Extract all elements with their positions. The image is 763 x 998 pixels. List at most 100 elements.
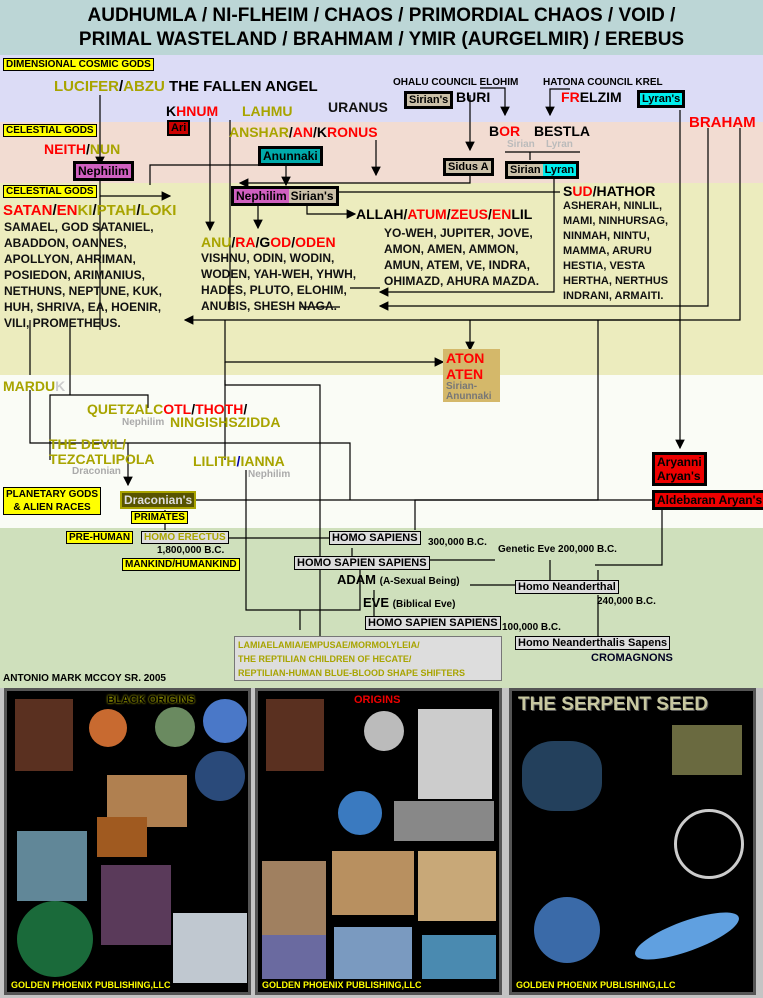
node-frelzim: FRELZIM [561, 89, 622, 105]
glyphs-image [394, 801, 494, 841]
portrait-image [15, 699, 73, 771]
node-bestla: BESTLA [534, 123, 590, 139]
pentagram-image [674, 809, 744, 879]
ruins-image [334, 927, 412, 979]
moon-image [364, 711, 404, 751]
mars-surface-image [97, 817, 147, 857]
homo-sapiens-date: 300,000 B.C. [428, 537, 487, 548]
title-band [0, 0, 763, 55]
node-neanderthalis-sapens: Homo Neanderthalis Sapens [515, 636, 671, 650]
node-ningishszidda: NINGISHSZIDDA [170, 414, 281, 430]
moon-image [195, 751, 245, 801]
label-mankind: MANKIND/HUMANKIND [122, 558, 240, 571]
label-celestial-gods-2: CELESTIAL GODS [3, 185, 97, 198]
portrait-image [266, 699, 324, 771]
allah-aliases: YO-WEH, JUPITER, JOVE,AMON, AMEN, AMMON,… [384, 226, 540, 288]
node-satan: SATAN/ENKI/PTAH/LOKI [3, 202, 177, 219]
pyramid-eye-image [672, 725, 742, 775]
faint-lyran: Lyran [546, 139, 573, 150]
badge-sirians: Sirian's [404, 91, 454, 109]
neanderthal-date: 240,000 B.C. [597, 596, 656, 607]
node-anu: ANU/RA/GOD/ODEN [201, 234, 336, 250]
node-homo-erectus: HOMO ERECTUS [141, 531, 229, 544]
comet-image [17, 831, 87, 901]
planet-image [155, 707, 195, 747]
node-uranus: URANUS [328, 99, 388, 115]
lilith-nephilim: Nephilim [248, 469, 291, 480]
mars-image [89, 709, 127, 747]
comet-image [522, 741, 602, 811]
panel-footer: GOLDEN PHOENIX PUBLISHING,LLC [11, 980, 171, 990]
badge-nephilim: Nephilim [73, 161, 134, 181]
node-eve: EVE (Biblical Eve) [363, 595, 456, 610]
label-dimensional-cosmic-gods: DIMENSIONAL COSMIC GODS [3, 58, 154, 71]
badge-ari: Ari [167, 120, 191, 136]
quetzalcotl-nephilim: Nephilim [122, 417, 165, 428]
earth-image [338, 791, 382, 835]
label-ohalu-council: OHALU COUNCIL ELOHIM [393, 77, 519, 88]
node-neith: NEITH/NUN [44, 141, 121, 157]
node-adam: ADAM (A-Sexual Being) [337, 572, 460, 587]
faint-sirian: Sirian [507, 139, 535, 150]
node-cromagnons: CROMAGNONS [591, 652, 673, 664]
title-line-1: AUDHUMLA / NI-FLHEIM / CHAOS / PRIMORDIA… [87, 5, 676, 26]
node-homo-sapien-sapiens-1: HOMO SAPIEN SAPIENS [294, 556, 430, 570]
author-credit: ANTONIO MARK MCCOY SR. 2005 [3, 673, 166, 684]
node-lucifer: LUCIFER/ABZU THE FALLEN ANGEL [54, 78, 318, 95]
map-image [422, 935, 496, 979]
panel-origins: ORIGINS GOLDEN PHOENIX PUBLISHING,LLC [255, 688, 502, 995]
connector-lines [29, 87, 741, 640]
node-homo-sapiens: HOMO SAPIENS [329, 531, 421, 545]
homo-erectus-date: 1,800,000 B.C. [157, 545, 225, 556]
panel-title: BLACK ORIGINS [107, 694, 195, 706]
comet-tail-image [630, 903, 744, 969]
node-lamia: LAMIAELAMIA/EMPUSAE/MORMOLYLEIA/THE REPT… [234, 636, 502, 681]
node-braham: BRAHAM [689, 114, 756, 131]
panel-serpent-seed: THE SERPENT SEED GOLDEN PHOENIX PUBLISHI… [509, 688, 756, 995]
satan-aliases: SAMAEL, GOD SATANIEL,ABADDON, OANNES,APO… [4, 220, 163, 330]
node-homo-neanderthal: Homo Neanderthal [515, 580, 619, 594]
panel-title: THE SERPENT SEED [518, 694, 709, 715]
homo-sapien-sapiens-date: 100,000 B.C. [502, 622, 561, 633]
panel-footer: GOLDEN PHOENIX PUBLISHING,LLC [516, 980, 676, 990]
node-lahmu: LAHMU [242, 103, 293, 119]
label-pre-human: PRE-HUMAN [66, 531, 134, 544]
earth-image [534, 897, 600, 963]
label-primates: PRIMATES [131, 511, 188, 524]
badge-lyrans: Lyran's [637, 90, 686, 108]
node-anshar: ANSHAR/AN/KRONUS [229, 124, 378, 140]
skull-image [262, 861, 326, 941]
badge-aldebaran-aryans: Aldebaran Aryan's [652, 490, 763, 510]
panel-footer: GOLDEN PHOENIX PUBLISHING,LLC [262, 980, 422, 990]
desert-image [332, 851, 414, 915]
panel-black-origins: BLACK ORIGINS GOLDEN PHOENIX PUBLISHING,… [4, 688, 251, 995]
node-bor: BOR [489, 123, 521, 139]
green-planet-image [17, 901, 93, 977]
celestial-band-2 [0, 183, 763, 375]
badge-anunnaki: Anunnaki [258, 146, 323, 166]
node-marduk: MARDUK [3, 378, 66, 394]
sud-aliases: ASHERAH, NINLIL,MAMI, NINHURSAG,NINMAH, … [563, 200, 669, 302]
statue-image [418, 709, 492, 799]
nebula-image [101, 865, 171, 945]
badge-sidus-a: Sidus A [443, 158, 494, 176]
node-lilith: LILITH/IANNA [193, 453, 285, 469]
devil-draconian: Draconian [72, 466, 121, 477]
node-quetzalcotl: QUETZALCOTL/THOTH/ [87, 401, 248, 417]
node-khnum: KHNUM [166, 103, 219, 119]
node-sud: SUD/HATHOR [563, 183, 656, 199]
genetic-eve: Genetic Eve 200,000 B.C. [498, 544, 617, 555]
node-homo-sapien-sapiens-2: HOMO SAPIEN SAPIENS [365, 616, 501, 630]
anu-aliases: VISHNU, ODIN, WODIN,WODEN, YAH-WEH, YHWH… [201, 251, 357, 313]
node-allah: ALLAH/ATUM/ZEUS/ENLIL [356, 206, 533, 222]
skeleton-image [418, 851, 496, 921]
badge-draconians: Draconian's [120, 491, 197, 509]
label-planetary-gods: PLANETARY GODS& ALIEN RACES [3, 487, 102, 515]
title-line-2: PRIMAL WASTELAND / BRAHMAM / YMIR (AURGE… [78, 29, 685, 50]
mural-image [262, 935, 326, 979]
label-celestial-gods-1: CELESTIAL GODS [3, 124, 97, 137]
